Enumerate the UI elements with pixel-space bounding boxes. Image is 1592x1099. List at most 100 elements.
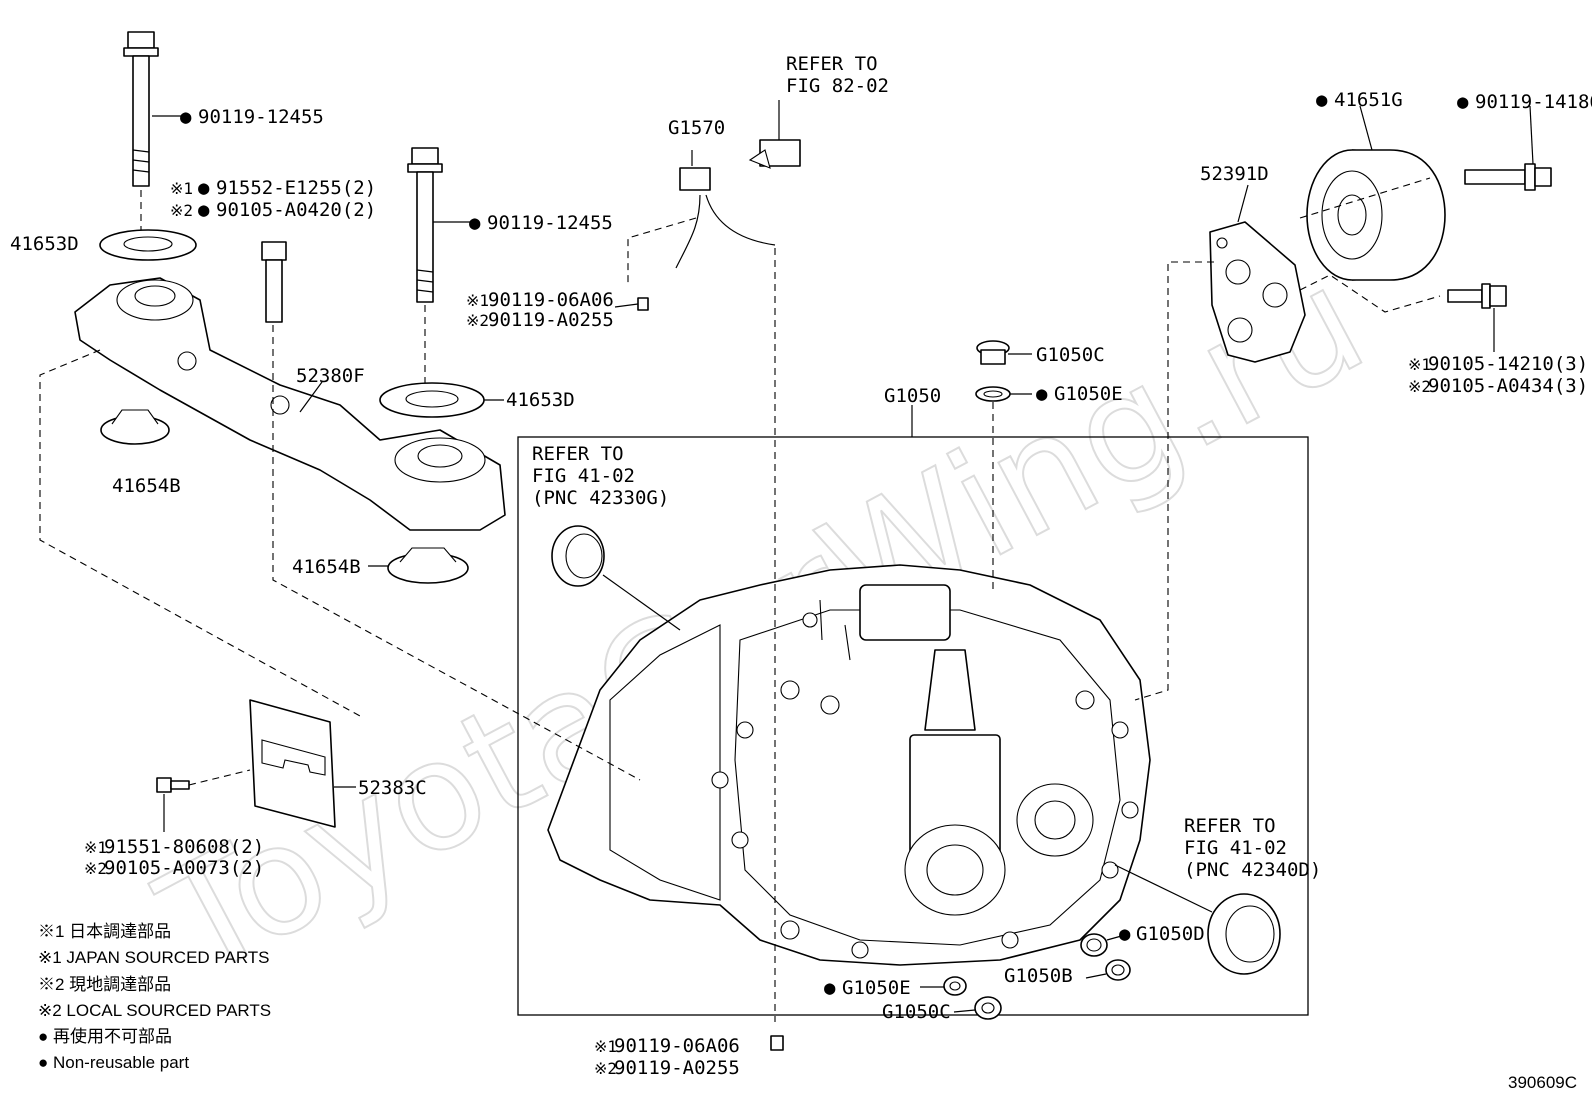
bolt-bottom[interactable] (770, 1035, 784, 1051)
mark-note2-e: ※2 (594, 1059, 617, 1078)
label-transaxle: G1050 (884, 385, 941, 407)
gasket-g1050e-bottom[interactable] (943, 976, 967, 996)
legend-line-6: ● Non-reusable part (38, 1053, 189, 1072)
mark-note2-c: ※2 (1408, 377, 1431, 396)
oil-seal-right-leader (1114, 864, 1213, 913)
bolt-90119-12455-mid[interactable] (407, 147, 443, 303)
refer41-right-line3: (PNC 42340D) (1184, 859, 1321, 881)
oil-seal-right[interactable] (1207, 893, 1281, 975)
label-harness-bolt-2: 90119-A0255 (488, 309, 614, 331)
refer82-line2: FIG 82-02 (786, 75, 889, 97)
label-insulator-mid: 41653D (506, 389, 575, 411)
mark-nonreusable-6: ● (1316, 89, 1328, 111)
oil-seal-left-leader (602, 574, 681, 631)
assembly-dash-mid (272, 325, 641, 781)
plate-52383c[interactable] (249, 699, 336, 828)
mark-note2-a: ※2 (170, 201, 193, 220)
label-bolt-top-left: 90119-12455 (198, 106, 324, 128)
label-bolt-right-1: 90105-14210(3) (1428, 353, 1588, 375)
bolt-91552-e1255[interactable] (261, 241, 287, 323)
insulator-41651g[interactable] (1306, 149, 1446, 281)
bolt-90105-14210[interactable] (1447, 283, 1507, 309)
bolt-90119-14186[interactable] (1464, 163, 1552, 191)
legend-line-3: ※2 現地調達部品 (38, 975, 171, 994)
label-bolt-right-top: 90119-14186 (1475, 91, 1592, 113)
label-g1050c-bottom: G1050C (882, 1001, 951, 1023)
refer41-right-line1: REFER TO (1184, 815, 1276, 837)
gasket-g1050d[interactable] (1080, 933, 1108, 957)
label-bottom-bolt-2: 90119-A0255 (614, 1057, 740, 1079)
label-bottom-bolt-1: 90119-06A06 (614, 1035, 740, 1057)
label-plug-top: G1050C (1036, 344, 1105, 366)
mark-note2-b: ※2 (466, 311, 489, 330)
harness-bolt-dash (627, 217, 697, 286)
label-mount-bracket: 52391D (1200, 163, 1269, 185)
legend-line-1: ※1 日本調達部品 (38, 922, 171, 941)
g1050b-leader (1085, 973, 1107, 979)
label-harness: G1570 (668, 117, 725, 139)
refer41-left-line2: FIG 41-02 (532, 465, 635, 487)
assembly-dash-left (39, 349, 361, 717)
harness-bolt-leader (614, 303, 639, 308)
label-g1050d: G1050D (1136, 923, 1205, 945)
label-g1050e-bottom: G1050E (842, 977, 911, 999)
mark-nonreusable-7: ● (1457, 91, 1469, 113)
label-insulator-right: 41651G (1334, 89, 1403, 111)
bracket-52391d[interactable] (1209, 221, 1306, 363)
mark-nonreusable-8: ● (1119, 923, 1131, 945)
insulator-41654b-left[interactable] (100, 409, 170, 445)
label-plate-bolt-1: 91551-80608(2) (104, 836, 264, 858)
insulator-dash-b (1299, 274, 1441, 313)
mark-note1-b: ※1 (466, 291, 489, 310)
refer41-left-line3: (PNC 42330G) (532, 487, 669, 509)
plug-g1050b[interactable] (1105, 959, 1131, 981)
insulator-41651g-leader (1359, 105, 1373, 151)
label-bolt-small-1: 91552-E1255(2) (216, 177, 376, 199)
mark-nonreusable-4: ● (469, 212, 481, 234)
label-bolt-mid: 90119-12455 (487, 212, 613, 234)
mark-note1-c: ※1 (1408, 355, 1431, 374)
mark-note1-a: ※1 (170, 179, 193, 198)
oil-seal-left[interactable] (551, 525, 605, 587)
bolt-90119-12455-left[interactable] (123, 31, 159, 187)
figure-code: 390609C (1508, 1073, 1577, 1092)
label-gasket-top: G1050E (1054, 383, 1123, 405)
legend-line-2: ※1 JAPAN SOURCED PARTS (38, 948, 270, 967)
g1050d-leader (1106, 934, 1126, 941)
label-insulator-bottom-mid: 41654B (292, 556, 361, 578)
label-insulator-bottom-left: 41654B (112, 475, 181, 497)
label-plate-bolt-2: 90105-A0073(2) (104, 857, 264, 879)
plate-bolt-dash (188, 769, 251, 786)
refer41-right-line2: FIG 41-02 (1184, 837, 1287, 859)
label-g1050b: G1050B (1004, 965, 1073, 987)
mark-nonreusable-9: ● (824, 977, 836, 999)
transaxle-frame (517, 436, 1309, 1016)
refer41-left-line1: REFER TO (532, 443, 624, 465)
bracket-52391d-leader (1237, 184, 1249, 223)
mark-nonreusable-2: ● (198, 177, 210, 199)
bolt-14186-leader (1529, 105, 1534, 165)
gasket-g1050e-top[interactable] (975, 386, 1011, 402)
label-insulator-top-left: 41653D (10, 233, 79, 255)
label-bolt-right-2: 90105-A0434(3) (1428, 375, 1588, 397)
g1050c-bottom-leader (953, 1009, 976, 1013)
bracket-leader (299, 381, 323, 413)
insulator-41653d-left[interactable] (99, 229, 197, 261)
harness-g1570[interactable] (675, 139, 801, 269)
mark-note1-d: ※1 (84, 838, 107, 857)
mount-bracket-52380f[interactable] (74, 277, 506, 531)
label-bolt-small-2: 90105-A0420(2) (216, 199, 376, 221)
insulator-41654b-mid[interactable] (387, 547, 469, 584)
label-harness-bolt-1: 90119-06A06 (488, 289, 614, 311)
bolt-plate[interactable] (156, 777, 190, 793)
label-bracket-main: 52380F (296, 365, 365, 387)
bolt-harness[interactable] (637, 297, 649, 311)
transaxle-illustration[interactable] (547, 564, 1151, 966)
legend-line-5: ● 再使用不可部品 (38, 1026, 172, 1046)
plug-g1050c-top[interactable] (976, 340, 1010, 365)
label-plate: 52383C (358, 777, 427, 799)
plug-g1050c-bottom[interactable] (974, 996, 1002, 1020)
insulator-41653d-mid[interactable] (379, 382, 485, 418)
